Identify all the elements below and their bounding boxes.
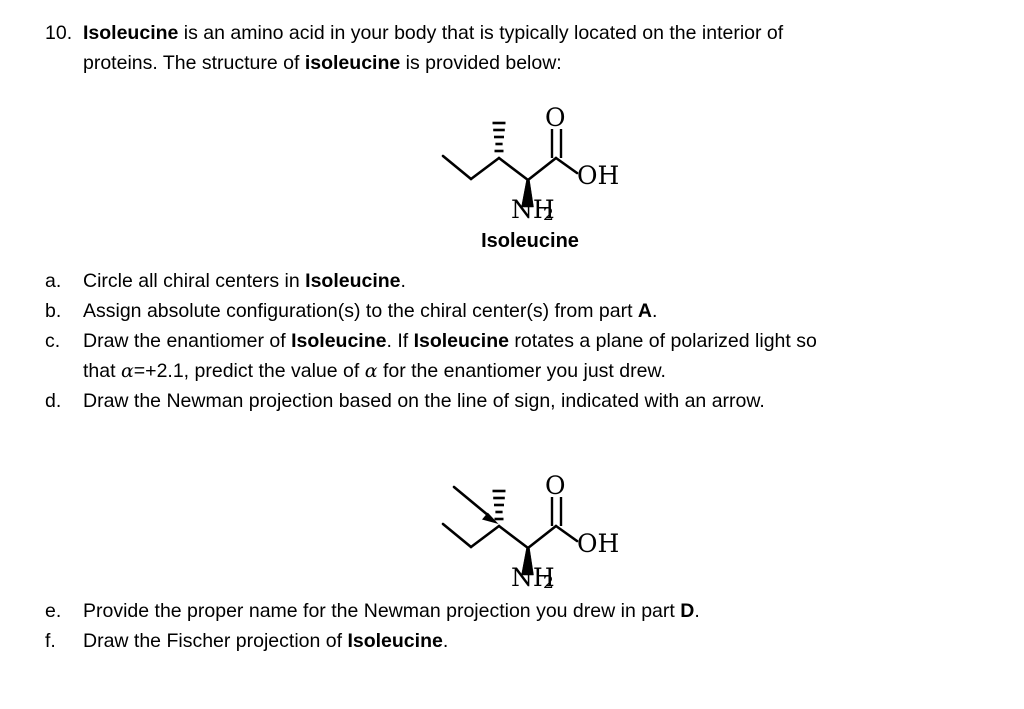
list-e-bold: D bbox=[680, 600, 695, 622]
list-item-d: d. Draw the Newman projection based on t… bbox=[45, 386, 1020, 416]
question-10-row: 10. Isoleucine is an amino acid in your … bbox=[45, 18, 1010, 78]
list-a-bold: Isoleucine bbox=[305, 270, 401, 292]
question-line2-pre: proteins. The structure of bbox=[83, 52, 305, 74]
list-item-f: f. Draw the Fischer projection of Isoleu… bbox=[45, 626, 1020, 656]
label-amine: NH bbox=[511, 195, 555, 224]
list-c-line2: that α=+2.1, predict the value of α for … bbox=[83, 356, 1020, 386]
list-c-line2-pre: that bbox=[83, 360, 121, 382]
list-text-e: Provide the proper name for the Newman p… bbox=[83, 596, 1020, 626]
list-letter-a: a. bbox=[45, 270, 62, 292]
sub-items-list-top: a. Circle all chiral centers in Isoleuci… bbox=[45, 266, 1020, 416]
question-text-line1: is an amino acid in your body that is ty… bbox=[178, 22, 784, 44]
list-letter-d: d. bbox=[45, 390, 62, 412]
question-text-line2: proteins. The structure of isoleucine is… bbox=[83, 48, 1010, 78]
list-text-a: Circle all chiral centers in Isoleucine. bbox=[83, 266, 1020, 296]
list-text-b: Assign absolute configuration(s) to the … bbox=[83, 296, 1020, 326]
sub-items-list-bottom: e. Provide the proper name for the Newma… bbox=[45, 596, 1020, 656]
isoleucine-structure-2: O OH NH 2 bbox=[425, 471, 635, 593]
list-f-bold: Isoleucine bbox=[347, 630, 443, 652]
list-c-line1-post: rotates a plane of polarized light so bbox=[508, 330, 817, 352]
list-f-pre: Draw the Fischer projection of bbox=[83, 630, 348, 652]
bond-ch2-cbeta-2 bbox=[469, 524, 501, 549]
bond-calpha-ccarbonyl-2 bbox=[526, 524, 558, 550]
bond-cbeta-calpha bbox=[497, 156, 530, 182]
label-amine-subscript: 2 bbox=[543, 205, 554, 225]
isoleucine-skeletal-diagram-2: O OH NH 2 bbox=[441, 471, 619, 593]
list-c-bold-1: Isoleucine bbox=[291, 330, 387, 352]
solid-wedge-amine-2 bbox=[521, 547, 534, 576]
alpha-symbol-1: α bbox=[120, 360, 134, 382]
isoleucine-structure-1: O OH NH 2 bbox=[425, 103, 635, 225]
list-e-pre: Provide the proper name for the Newman p… bbox=[83, 600, 681, 622]
list-b-post: . bbox=[652, 300, 658, 322]
label-hydroxyl: OH bbox=[577, 161, 619, 190]
list-c-line1-pre: Draw the enantiomer of bbox=[83, 330, 292, 352]
bond-ch2-cbeta bbox=[469, 156, 501, 181]
arrow-shaft bbox=[452, 485, 491, 518]
list-text-d: Draw the Newman projection based on the … bbox=[83, 386, 1020, 416]
label-carbonyl-oxygen: O bbox=[545, 103, 566, 132]
list-e-post: . bbox=[694, 600, 700, 622]
solid-wedge-amine bbox=[521, 179, 534, 208]
label-amine-2: NH bbox=[511, 563, 555, 592]
list-b-pre: Assign absolute configuration(s) to the … bbox=[83, 300, 638, 322]
list-letter-f: f. bbox=[45, 630, 56, 652]
list-letter-c: c. bbox=[45, 330, 61, 352]
list-c-bold-2: Isoleucine bbox=[413, 330, 509, 352]
label-amine-subscript-2: 2 bbox=[543, 573, 554, 593]
bond-ch3-ch2-2 bbox=[441, 522, 473, 549]
hashed-wedge-methyl bbox=[492, 121, 506, 153]
list-item-a: a. Circle all chiral centers in Isoleuci… bbox=[45, 266, 1020, 296]
alpha-symbol-2: α bbox=[364, 360, 378, 382]
list-c-line2-post: for the enantiomer you just drew. bbox=[377, 360, 666, 382]
bond-cbeta-calpha-2 bbox=[497, 524, 530, 550]
bond-ch3-ch2 bbox=[441, 154, 473, 181]
structure-caption-isoleucine: Isoleucine bbox=[481, 230, 579, 252]
list-text-c: Draw the enantiomer of Isoleucine. If Is… bbox=[83, 326, 1020, 386]
label-hydroxyl-2: OH bbox=[577, 529, 619, 558]
list-item-c: c. Draw the enantiomer of Isoleucine. If… bbox=[45, 326, 1020, 386]
question-line2-post: is provided below: bbox=[400, 52, 562, 74]
list-text-f: Draw the Fischer projection of Isoleucin… bbox=[83, 626, 1020, 656]
list-a-pre: Circle all chiral centers in bbox=[83, 270, 306, 292]
list-c-line2-mid: =+2.1, predict the value of bbox=[133, 360, 365, 382]
arrow-head bbox=[482, 512, 499, 524]
list-letter-e: e. bbox=[45, 600, 62, 622]
bond-ccarbonyl-oh-2 bbox=[554, 524, 579, 543]
label-carbonyl-oxygen-2: O bbox=[545, 471, 566, 500]
list-f-post: . bbox=[442, 630, 449, 652]
hashed-wedge-methyl-2 bbox=[492, 489, 506, 521]
list-b-bold: A bbox=[637, 300, 653, 322]
question-bold-isoleucine-1: Isoleucine bbox=[83, 22, 179, 44]
list-item-b: b. Assign absolute configuration(s) to t… bbox=[45, 296, 1020, 326]
question-number: 10. bbox=[45, 22, 73, 44]
line-of-sight-arrow bbox=[452, 485, 499, 524]
isoleucine-skeletal-diagram-1: O OH NH 2 bbox=[441, 103, 619, 225]
question-bold-isoleucine-2: isoleucine bbox=[304, 52, 401, 74]
question-10-block: 10. Isoleucine is an amino acid in your … bbox=[45, 18, 1010, 78]
question-text: Isoleucine is an amino acid in your body… bbox=[83, 18, 1010, 78]
list-d-pre: Draw the Newman projection based on the … bbox=[83, 390, 765, 412]
list-c-line1-mid: . If bbox=[386, 330, 414, 352]
list-item-e: e. Provide the proper name for the Newma… bbox=[45, 596, 1020, 626]
list-a-post: . bbox=[400, 270, 406, 292]
list-letter-b: b. bbox=[45, 300, 62, 322]
bond-calpha-ccarbonyl bbox=[526, 156, 558, 182]
bond-ccarbonyl-oh bbox=[554, 156, 579, 175]
